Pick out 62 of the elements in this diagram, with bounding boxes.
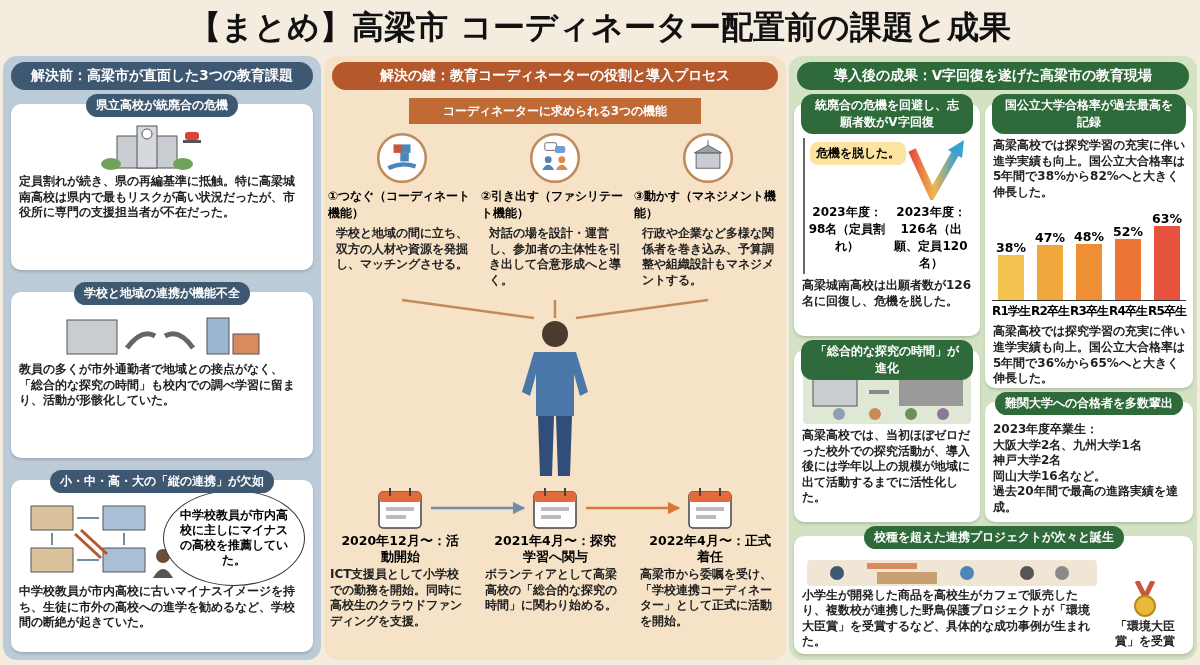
panel-heading: 解決の鍵：教育コーディネーターの役割と導入プロセス — [332, 62, 778, 90]
card-heading: 県立高校が統廃合の危機 — [86, 94, 238, 117]
body-text: 高梁城南高校は出願者数が126名に回復し、危機を脱した。 — [802, 278, 972, 310]
data-label: 2023年度：98名（定員割れ） — [808, 204, 886, 255]
arrow — [431, 501, 526, 515]
body-text: 教員の多くが市外通勤者で地域との接点がなく、「総合的な探究の時間」も校内での調べ学習に留まり、活動が形骸化していた。 — [19, 362, 296, 409]
list-line: 大阪大学2名、九州大学1名 — [993, 437, 1142, 454]
panel-heading: 導入後の成果：V字回復を遂げた高梁市の教育現場 — [797, 62, 1189, 90]
step-description: 高梁市から委嘱を受け、「学校連携コーディネーター」として正式に活動を開始。 — [640, 567, 773, 630]
award-caption: 「環境大臣賞」を受賞 — [1114, 618, 1177, 650]
panel-background — [324, 56, 786, 660]
body-text: 高梁高校では探究学習の充実に伴い進学実績も向上。国公立大合格率は5年間で38%から82%へと大きく伸長した。 — [993, 138, 1185, 201]
list-line: 岡山大学16名など。 — [993, 468, 1106, 484]
value-label: 48% — [1074, 229, 1104, 245]
axis-label: R1学生 — [992, 303, 1030, 321]
skill-heading: ①つなぐ（コーディネート機能） — [328, 188, 472, 222]
card-heading: 統廃合の危機を回避し、志願者数がV字回復 — [801, 94, 973, 134]
arrow — [586, 501, 681, 515]
person-silhouette — [520, 318, 590, 478]
connector-line — [401, 298, 535, 320]
panel-background — [3, 56, 321, 660]
skill-description: 学校と地域の間に立ち、双方の人材や資源を発掘し、マッチングさせる。 — [335, 226, 469, 273]
connector-line — [575, 298, 709, 320]
data-label: 2023年度：126名（出願、定員120名） — [893, 204, 969, 272]
step-heading: 2021年4月〜：探究学習へ関与 — [493, 533, 617, 565]
body-text: 定員割れが続き、県の再編基準に抵触。特に高梁城南高校は県内で最もリスクが高い状況だったが、市役所に専門の支援担当者が不在だった。 — [19, 174, 296, 221]
connector-line — [553, 300, 557, 318]
card-heading: 国公立大学合格率が過去最高を記録 — [992, 94, 1186, 134]
speech-bubble: 危機を脱した。 — [810, 142, 906, 165]
ribbon-banner: コーディネーターに求められる3つの機能 — [409, 98, 701, 124]
step-heading: 2022年4月〜：正式着任 — [648, 533, 772, 565]
value-label: 63% — [1152, 211, 1182, 227]
step-description: ボランティアとして高梁高校の「総合的な探究の時間」に関わり始める。 — [485, 567, 618, 615]
body-text: 高梁高校では探究学習の充実に伴い進学実績も向上。国公立大合格率は5年間で36%から65%へと大きく伸長した。 — [993, 324, 1185, 387]
step-description: ICT支援員として小学校での勤務を開始。同時に高校生のクラウドファンディングを支援。 — [330, 567, 463, 630]
skill-description: 対話の場を設計・運営し、参加者の主体性を引き出して合意形成へと導く。 — [488, 226, 622, 289]
value-label: 52% — [1113, 224, 1143, 240]
card-heading: 小・中・高・大の「縦の連携」が欠如 — [50, 470, 274, 493]
list-line: 過去20年間で最高の進路実績を達成。 — [993, 484, 1179, 516]
axis-label: R3卒生 — [1070, 303, 1108, 321]
axis-label: R4卒生 — [1109, 303, 1147, 321]
axis-label: R2卒生 — [1031, 303, 1069, 321]
list-line: 2023年度卒業生： — [993, 422, 1099, 438]
list-line: 神戸大学2名 — [993, 453, 1062, 469]
body-text: 高梁高校では、当初ほぼゼロだった校外での探究活動が、導入後には学年以上の規模が地域に出て活動するまでに活性化した。 — [802, 428, 971, 506]
card-heading: 難関大学への合格者を多数輩出 — [995, 392, 1183, 415]
skill-heading: ③動かす（マネジメント機能） — [634, 188, 778, 222]
page-title: 【まとめ】高梁市 コーディネーター配置前の課題と成果 — [188, 7, 1012, 48]
card-heading: 校種を超えた連携プロジェクトが次々と誕生 — [863, 526, 1124, 549]
body-text: 小学生が開発した商品を高校生がカフェで販売したり、複数校が連携した野鳥保護プロジェクトが「環境大臣賞」を受賞するなど、具体的な成功事例が生まれた。 — [802, 587, 1091, 650]
skill-heading: ②引き出す（ファシリテート機能） — [481, 188, 625, 222]
skill-description: 行政や企業など多様な関係者を巻き込み、予算調整や組織設計もマネジメントする。 — [640, 226, 775, 289]
card-heading: 学校と地域の連携が機能不全 — [74, 282, 250, 305]
axis-label: R5卒生 — [1148, 303, 1186, 321]
panel-heading: 解決前：高梁市が直面した3つの教育課題 — [11, 62, 313, 90]
body-text: 中学校教員が市内高校に古いマイナスイメージを持ち、生徒に市外の高校への進学を勧めるなど、学校間の断絶が起きていた。 — [19, 584, 296, 631]
step-heading: 2020年12月〜：活動開始 — [340, 533, 460, 565]
value-label: 47% — [1035, 230, 1065, 246]
panel-background — [789, 56, 1197, 660]
bubble-text: 中学校教員が市内高校に主しにマイナスの高校を推薦していた。 — [179, 508, 289, 568]
card-heading: 「総合的な探究の時間」が進化 — [801, 340, 973, 380]
value-label: 38% — [996, 240, 1026, 256]
